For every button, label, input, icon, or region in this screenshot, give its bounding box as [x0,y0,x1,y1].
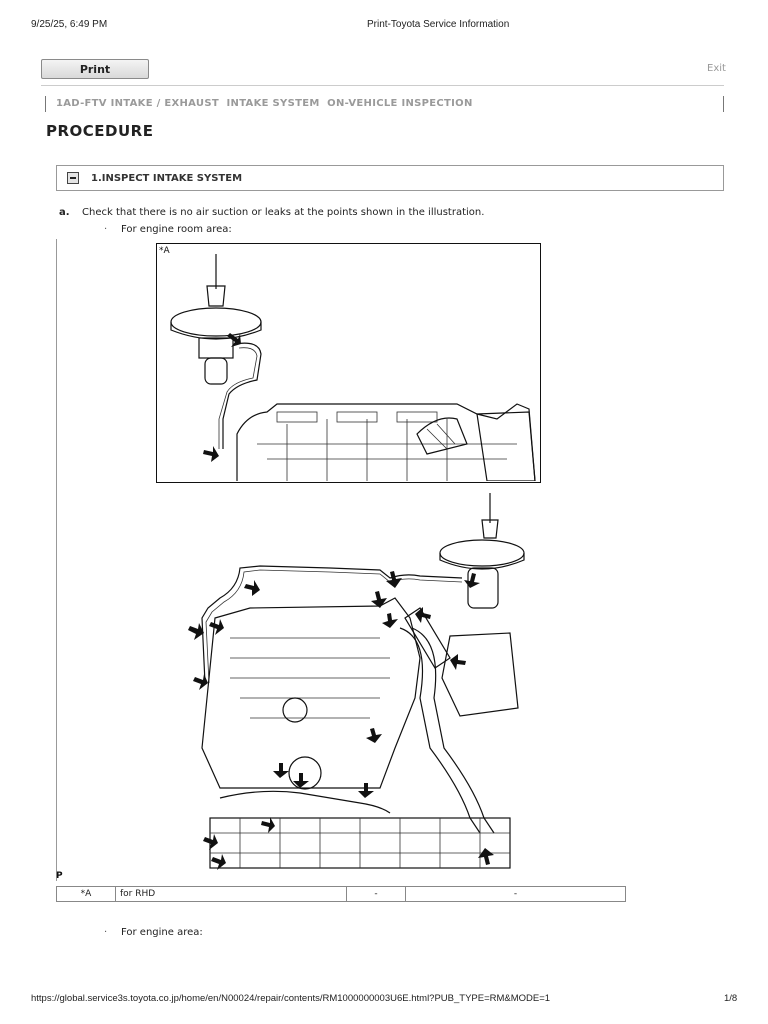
exit-link[interactable]: Exit [707,63,726,74]
page-title: PROCEDURE [46,122,154,140]
bullet-icon: · [104,927,108,938]
section-header [56,165,724,191]
legend-code-2: - [346,886,406,902]
sub-step-engine-area: For engine area: [121,927,203,938]
document-title: Print-Toyota Service Information [367,19,510,30]
step-label: a. [59,207,70,218]
page-number: 1/8 [724,993,738,1004]
breadcrumb: 1AD-FTV INTAKE / EXHAUST INTAKE SYSTEM O… [56,98,473,109]
section-title: 1.INSPECT INTAKE SYSTEM [91,173,243,184]
bullet-icon: · [104,224,108,235]
header-divider [41,85,724,86]
figure-corner-label: P [56,871,63,881]
figure-label: *A [159,246,170,256]
step-text: Check that there is no air suction or le… [82,207,485,218]
illustration-engine-room [156,243,541,483]
illustration-engine-full [188,493,525,870]
minus-box-icon[interactable] [67,172,79,184]
legend-description-2: - [405,886,626,902]
print-datetime: 9/25/25, 6:49 PM [31,19,108,30]
page-url: https://global.service3s.toyota.co.jp/ho… [31,993,551,1004]
table-row: *A for RHD - - [56,886,626,902]
engine-room-drawing [170,254,536,482]
sub-step-engine-room: For engine room area: [121,224,232,235]
print-button[interactable]: Print [41,59,149,79]
breadcrumb-right-bar [723,96,724,112]
content-indent-line [56,239,57,881]
legend-code: *A [56,886,116,902]
illustration-legend-table: *A for RHD - - [56,886,626,902]
breadcrumb-left-bar [45,96,46,112]
legend-description: for RHD [115,886,347,902]
